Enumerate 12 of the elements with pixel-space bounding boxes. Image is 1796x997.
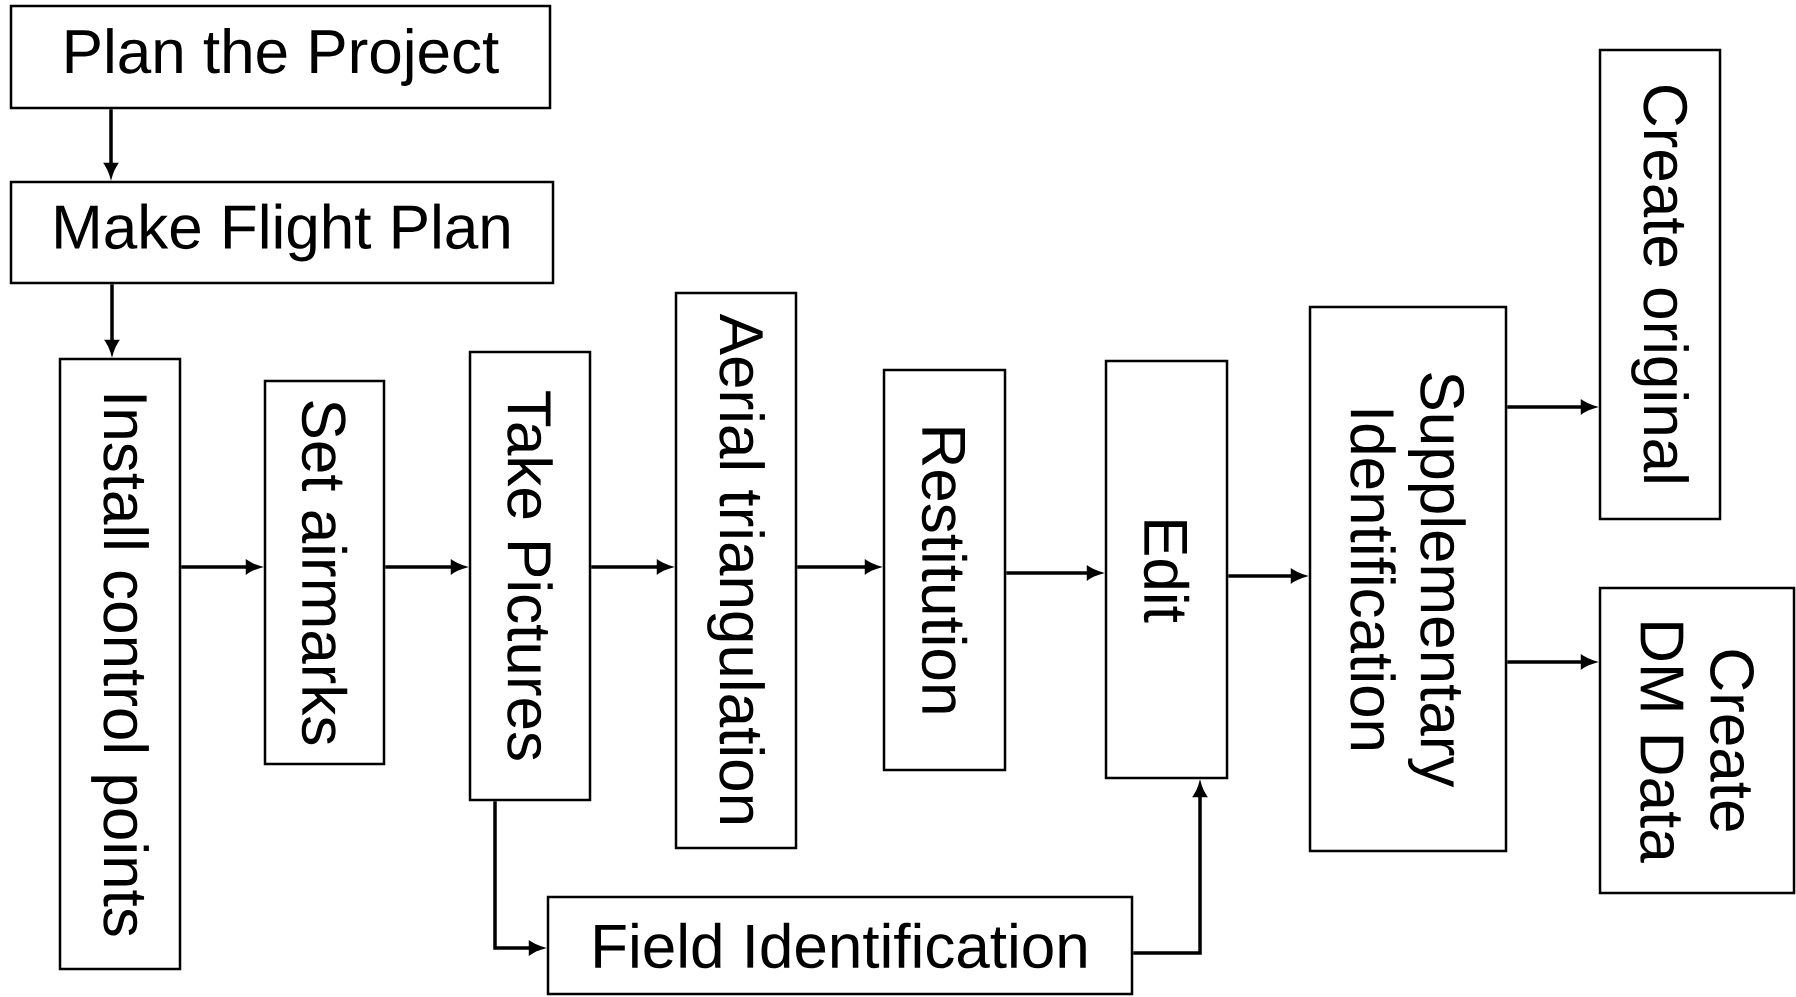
process-box: Supplementary Identification	[1308, 305, 1508, 853]
process-box: Edit	[1104, 359, 1229, 780]
process-box: Install control points	[58, 357, 182, 971]
process-box: Aerial triangulation	[674, 291, 798, 850]
process-box: Create original	[1598, 48, 1722, 521]
process-box: Restitution	[882, 368, 1007, 772]
process-box: Set airmarks	[263, 379, 386, 766]
process-box: Take Pictures	[468, 350, 592, 802]
process-box: Field Identification	[546, 895, 1134, 996]
process-box: Plan the Project	[9, 4, 552, 110]
process-box: Create DM Data	[1598, 586, 1796, 895]
process-box: Make Flight Plan	[9, 180, 555, 285]
